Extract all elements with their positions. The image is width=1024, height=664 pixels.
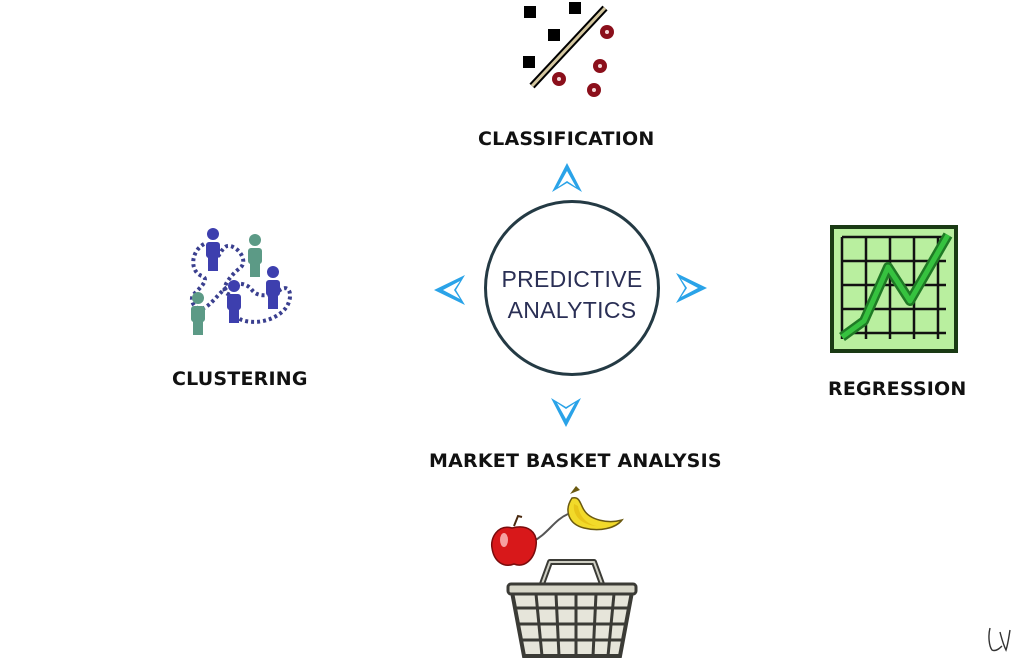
arrow-icon: [549, 160, 585, 196]
center-title-line1: PREDICTIVE: [484, 266, 660, 293]
signature-logo: LN: [984, 624, 1014, 656]
classification-label: CLASSIFICATION: [478, 128, 654, 150]
market-basket-icon: [488, 484, 648, 660]
clustering-icon: [182, 224, 302, 340]
regression-icon: [830, 225, 958, 353]
arrow-icon: [432, 272, 468, 308]
arrow-icon: [673, 270, 709, 306]
market-basket-label: MARKET BASKET ANALYSIS: [429, 450, 722, 472]
clustering-label: CLUSTERING: [172, 368, 308, 390]
arrow-icon: [548, 394, 584, 430]
regression-label: REGRESSION: [828, 378, 966, 400]
classification-icon: [512, 0, 622, 104]
center-title-line2: ANALYTICS: [484, 297, 660, 324]
